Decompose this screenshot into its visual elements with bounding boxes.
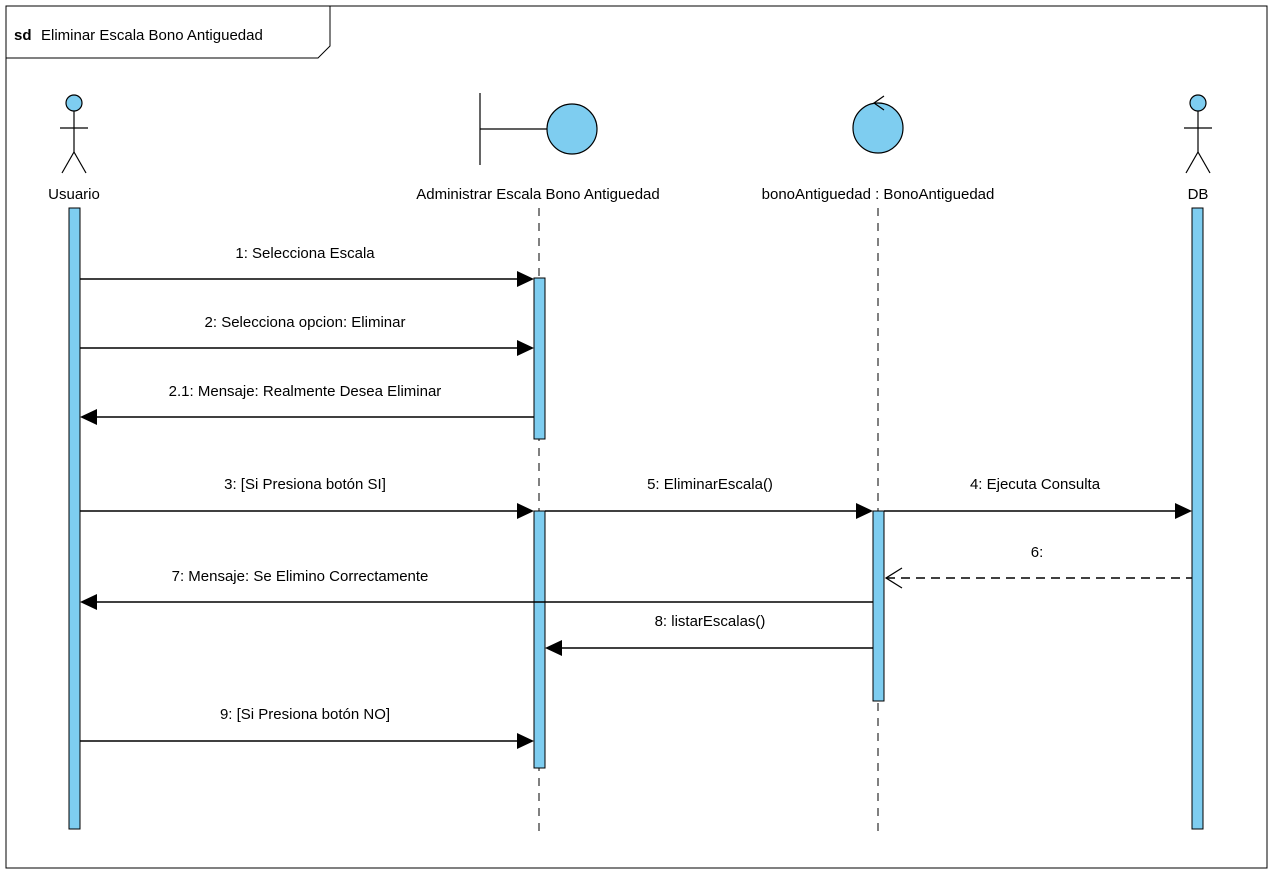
message-label: 8: listarEscalas() [655,613,766,630]
lifeline-label: DB [1188,186,1209,203]
lifeline-db[interactable]: DB [1184,94,1212,830]
message-label: 3: [Si Presiona botón SI] [224,476,386,493]
lifeline-boundary[interactable]: Administrar Escala Bono Antiguedad [416,93,660,832]
message-label: 2: Selecciona opcion: Eliminar [205,314,406,331]
boundary-icon [479,93,598,165]
lifeline-usuario[interactable]: Usuario [48,94,100,830]
message-label: 2.1: Mensaje: Realmente Desea Eliminar [169,383,442,400]
arrowhead-icon [545,640,562,656]
message-3[interactable]: 3: [Si Presiona botón SI] [80,476,534,519]
lifeline-label: Usuario [48,186,100,203]
message-label: 6: [1031,544,1044,561]
message-5[interactable]: 5: EliminarEscala() [545,476,873,519]
message-9[interactable]: 9: [Si Presiona botón NO] [80,706,534,749]
arrowhead-icon [80,409,97,425]
message-label: 5: EliminarEscala() [647,476,773,493]
message-label: 4: Ejecuta Consulta [970,476,1101,493]
activation-bar [533,277,546,440]
arrowhead-icon [517,271,534,287]
frame-title: Eliminar Escala Bono Antiguedad [41,27,263,44]
lifeline-label: Administrar Escala Bono Antiguedad [416,186,659,203]
message-2[interactable]: 2: Selecciona opcion: Eliminar [80,314,534,356]
control-icon [852,95,904,154]
activation-bar [872,510,885,702]
arrowhead-icon [517,503,534,519]
activation-bar [1191,207,1204,830]
message-label: 1: Selecciona Escala [235,245,375,262]
arrowhead-icon [856,503,873,519]
diagram-frame [5,5,1268,869]
lifeline-label: bonoAntiguedad : BonoAntiguedad [762,186,995,203]
arrowhead-icon [517,733,534,749]
arrowhead-icon [80,594,97,610]
message-label: 9: [Si Presiona botón NO] [220,706,390,723]
activation-bar [533,510,546,769]
message-2-1[interactable]: 2.1: Mensaje: Realmente Desea Eliminar [80,383,534,425]
lifeline-control[interactable]: bonoAntiguedad : BonoAntiguedad [762,95,995,832]
actor-icon [60,94,88,174]
arrowhead-icon [1175,503,1192,519]
arrowhead-icon [517,340,534,356]
message-1[interactable]: 1: Selecciona Escala [80,245,534,287]
frame-keyword: sd [14,27,32,44]
frame-tab [6,6,331,59]
activation-bar [68,207,81,830]
open-arrowhead-icon [884,567,903,589]
actor-icon [1184,94,1212,174]
message-6[interactable]: 6: [884,544,1192,589]
message-label: 7: Mensaje: Se Elimino Correctamente [172,568,429,585]
message-4[interactable]: 4: Ejecuta Consulta [884,476,1192,519]
message-7[interactable]: 7: Mensaje: Se Elimino Correctamente [80,568,873,610]
message-8[interactable]: 8: listarEscalas() [545,613,873,656]
